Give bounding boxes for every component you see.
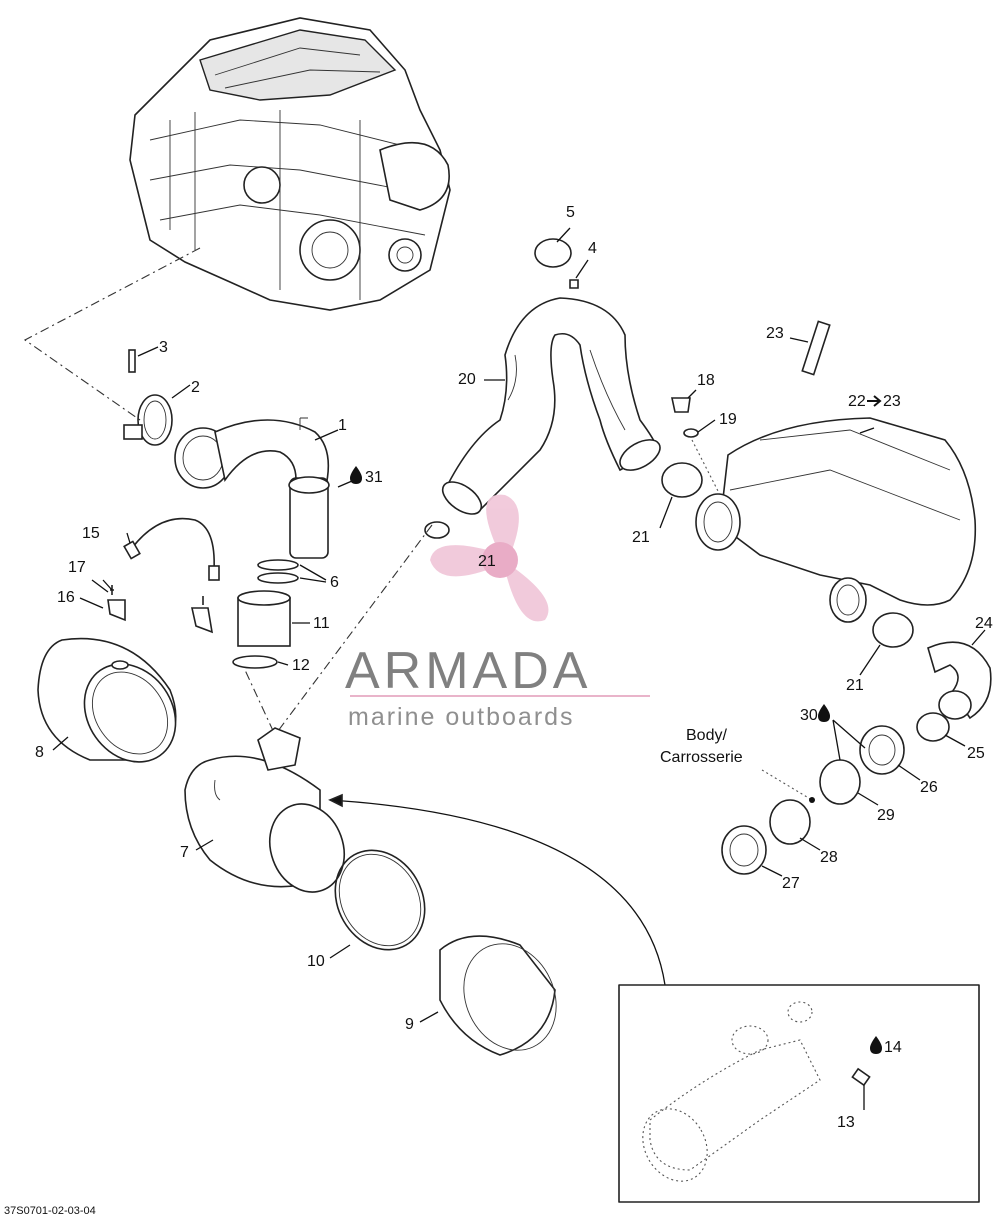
callout-31: 31 <box>365 469 383 486</box>
callout-6: 6 <box>330 574 339 591</box>
part-end-cap-9 <box>439 935 557 1056</box>
part-clamp-5 <box>534 238 572 268</box>
leader-lines <box>52 227 986 1110</box>
callout-26: 26 <box>920 779 938 796</box>
watermark-tagline: marine outboards <box>348 703 575 731</box>
part-fitting-18-19 <box>671 397 699 438</box>
part-exhaust-manifold-elbow <box>174 417 330 559</box>
part-clamp-21 <box>424 521 450 539</box>
part-exhaust-hose-20 <box>441 297 661 515</box>
callout-labels: 1 2 3 31 15 17 16 6 11 12 8 7 10 9 5 4 2… <box>4 204 993 1217</box>
callout-5: 5 <box>566 204 575 221</box>
part-rings-6 <box>257 559 299 584</box>
callout-9: 9 <box>405 1016 414 1033</box>
watermark-brand: ARMADA <box>345 642 591 700</box>
callout-19: 19 <box>719 411 737 428</box>
inset-pointer <box>329 799 666 986</box>
callout-24: 24 <box>975 615 993 632</box>
part-sleeve-11 <box>237 590 291 647</box>
callout-18: 18 <box>697 372 715 389</box>
callout-20: 20 <box>458 371 476 388</box>
callout-29: 29 <box>877 807 895 824</box>
callout-13: 13 <box>837 1114 855 1131</box>
part-clamp-21 <box>872 612 914 648</box>
assembly-center-line <box>244 524 433 737</box>
armada-watermark: ARMADA marine outboards <box>345 494 650 731</box>
part-muffler-7 <box>184 727 345 893</box>
callout-28: 28 <box>820 849 838 866</box>
callout-4: 4 <box>588 240 597 257</box>
part-brackets-16-17 <box>107 585 214 634</box>
callout-16: 16 <box>57 589 75 606</box>
part-gasket-28 <box>769 799 811 845</box>
propeller-logo <box>430 494 549 622</box>
callout-8: 8 <box>35 744 44 761</box>
part-gasket-29 <box>819 759 861 805</box>
part-elbow-24 <box>927 641 992 720</box>
part-clamp-21 <box>661 462 703 498</box>
inset-detail-box <box>618 984 980 1203</box>
callout-15: 15 <box>82 525 100 542</box>
diagram-reference-code: 37S0701-02-03-04 <box>4 1205 96 1217</box>
callout-7: 7 <box>180 844 189 861</box>
assembly-center-line <box>23 247 201 421</box>
arrow-right-icon <box>867 395 882 407</box>
part-gasket-12 <box>232 655 278 669</box>
callout-30: 30 <box>800 707 818 724</box>
callout-11: 11 <box>313 615 330 632</box>
callout-21-c: 21 <box>846 677 864 694</box>
part-ground-cable <box>131 517 215 571</box>
part-water-box-22 <box>695 417 977 623</box>
part-screw-4 <box>569 279 579 289</box>
callout-22: 22 <box>848 393 866 410</box>
callout-25: 25 <box>967 745 985 762</box>
part-clamp-25 <box>916 712 950 742</box>
body-annotation-line1: Body/ <box>686 727 727 744</box>
part-nut-27 <box>721 825 767 875</box>
callout-12: 12 <box>292 657 310 674</box>
callout-27: 27 <box>782 875 800 892</box>
callout-17: 17 <box>68 559 86 576</box>
body-annotation-line2: Carrosserie <box>660 749 743 766</box>
callout-21-a: 21 <box>478 553 496 570</box>
oil-drop-icon <box>350 466 362 484</box>
oil-drop-icon <box>818 704 830 722</box>
callout-21-b: 21 <box>632 529 650 546</box>
callout-3: 3 <box>159 339 168 356</box>
part-clamp-band-10 <box>334 849 426 951</box>
part-fitting-26 <box>859 725 905 775</box>
callout-14: 14 <box>884 1039 902 1056</box>
callout-2: 2 <box>191 379 200 396</box>
part-heat-shield-8 <box>37 637 177 763</box>
callout-23-top: 23 <box>766 325 784 342</box>
part-stud-3 <box>128 349 136 373</box>
part-tube-23 <box>801 320 831 376</box>
oil-drop-icon <box>870 1036 882 1054</box>
engine-illustration <box>129 17 451 311</box>
part-clamp-2 <box>123 394 173 446</box>
callout-10: 10 <box>307 953 325 970</box>
callout-22-ref-23: 23 <box>883 393 901 410</box>
callout-1: 1 <box>338 417 347 434</box>
